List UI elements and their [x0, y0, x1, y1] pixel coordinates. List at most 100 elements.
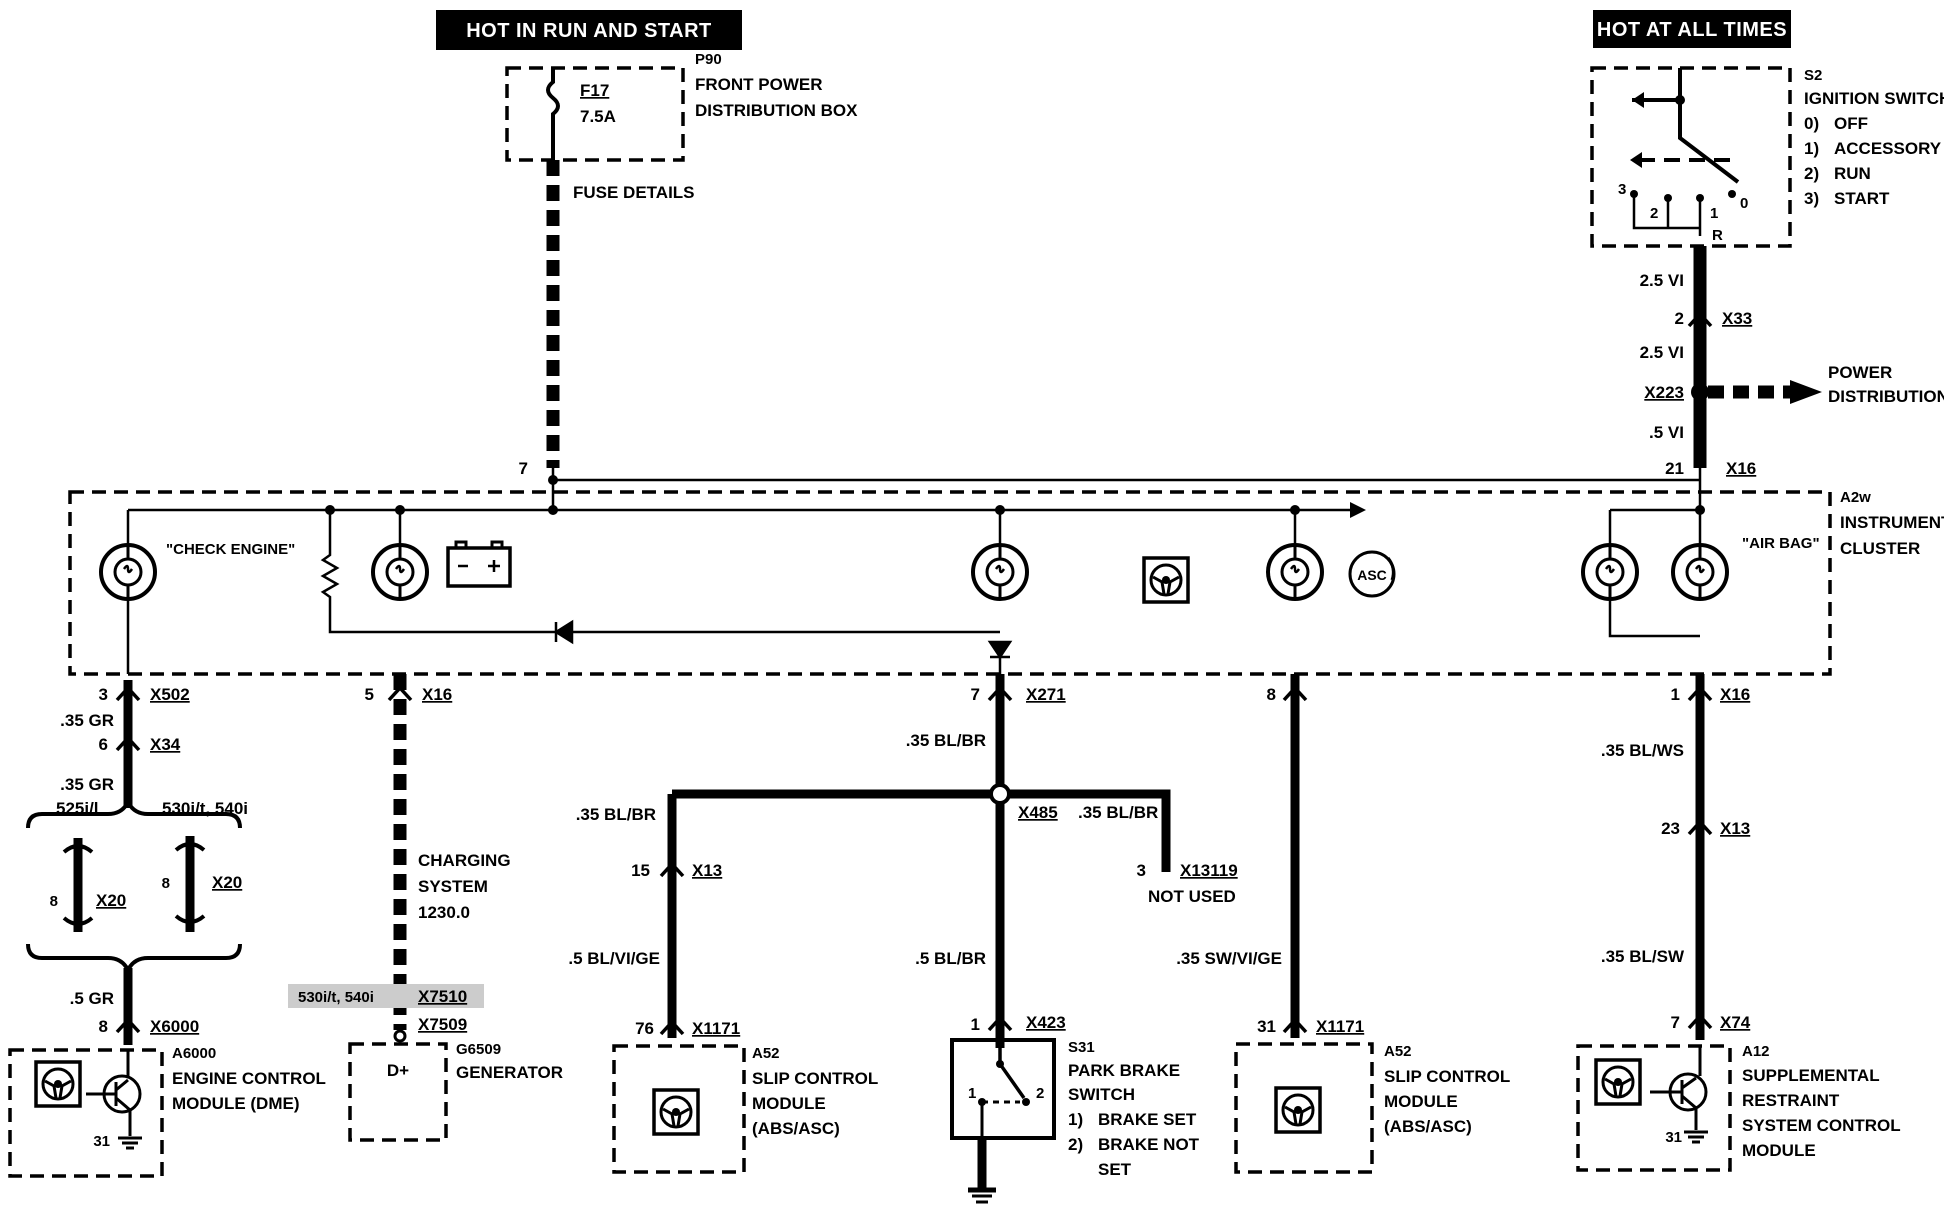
brake-pin: 7	[971, 685, 980, 704]
check-engine-label: "CHECK ENGINE"	[166, 541, 295, 558]
airbag-module-transistor	[1650, 1046, 1710, 1144]
park-brake-pos-0-num: 1)	[1068, 1110, 1083, 1129]
asc-pin: 8	[1267, 685, 1276, 704]
engine-pin-a: 3	[99, 685, 108, 704]
bulb-charge	[371, 543, 429, 601]
engine-conn-b: X34	[150, 735, 181, 754]
airbag-module-name-3: SYSTEM CONTROL	[1742, 1116, 1901, 1135]
header-all-times: HOT AT ALL TIMES	[1597, 19, 1787, 41]
park-brake-name-2: SWITCH	[1068, 1085, 1135, 1104]
bulb-brake	[971, 543, 1029, 601]
cluster-resistor	[320, 510, 1000, 634]
asc-wire-label: .35 SW/VI/GE	[1176, 949, 1282, 968]
brake-wire-right: .35 BL/BR	[1078, 803, 1158, 822]
ign-terminal-1: 1	[1710, 205, 1718, 222]
airbag-module-outline	[1576, 1044, 1732, 1172]
airbag-conn: X16	[1720, 685, 1750, 704]
airbag-module-name-1: SUPPLEMENTAL	[1742, 1066, 1880, 1085]
airbag-conn-c: X74	[1720, 1013, 1751, 1032]
engine-pin-c2: 8	[162, 875, 170, 892]
brake-conn-m: X423	[1026, 1013, 1066, 1032]
brake-pin-m: 1	[971, 1015, 980, 1034]
abs-1-name-3: (ABS/ASC)	[752, 1119, 840, 1138]
fuse-pin: 7	[519, 459, 528, 478]
fuse-box-outline	[505, 66, 685, 162]
charging-sys-3: 1230.0	[418, 903, 470, 922]
cluster-name-2: CLUSTER	[1840, 539, 1920, 558]
fuse-box-name-1: FRONT POWER	[695, 75, 823, 94]
abs-1-name-2: MODULE	[752, 1094, 826, 1113]
ign-terminal-r: R	[1712, 227, 1723, 244]
brake-pin-l3: 76	[635, 1019, 654, 1038]
asc-icon: ASC	[1348, 550, 1396, 598]
brake-conn-l: X13	[692, 861, 722, 880]
park-brake-pos-0-label: BRAKE SET	[1098, 1110, 1197, 1129]
abs-1-id: A52	[752, 1045, 780, 1062]
airbag-pin: 1	[1671, 685, 1680, 704]
engine-conn-c2: X20	[212, 873, 242, 892]
charging-conn-var: X7510	[418, 987, 467, 1006]
bulb-airbag	[1671, 543, 1729, 601]
engine-module-id: A6000	[172, 1045, 216, 1062]
header-run-start: HOT IN RUN AND START	[466, 20, 712, 42]
feed-wire-1: 2.5 VI	[1640, 271, 1684, 290]
abs-2-name-1: SLIP CONTROL	[1384, 1067, 1510, 1086]
airbag-ground-pin: 31	[1665, 1129, 1682, 1146]
power-dist-1: POWER	[1828, 363, 1892, 382]
power-dist-arrow	[1790, 380, 1822, 404]
brake-wire-l2: .5 BL/VI/GE	[568, 949, 660, 968]
airbag-module-steering-icon	[1594, 1058, 1642, 1106]
abs-2-id: A52	[1384, 1043, 1412, 1060]
cluster-name-1: INSTRUMENT	[1840, 513, 1944, 532]
ign-pos-3-num: 3)	[1804, 189, 1819, 208]
park-brake-pos-2-label: SET	[1098, 1160, 1132, 1179]
ignition-switch-outline	[1590, 66, 1792, 248]
fuse-box-id: P90	[695, 51, 722, 68]
splice-x223	[1691, 383, 1709, 401]
abs-2-name-2: MODULE	[1384, 1092, 1458, 1111]
battery-icon	[446, 540, 512, 588]
brake-horizontal-bus	[672, 789, 1171, 872]
feed-wire-2: 2.5 VI	[1640, 343, 1684, 362]
engine-variant-left: 525i/l	[56, 799, 99, 818]
cluster-diode-down	[987, 640, 1013, 660]
charging-variant: 530i/t, 540i	[298, 989, 374, 1006]
ignition-switch-contacts	[1630, 68, 1740, 236]
brake-conn-nu: X13119	[1180, 861, 1238, 880]
abs-module-2-outline	[1234, 1042, 1374, 1174]
generator-name: GENERATOR	[456, 1063, 563, 1082]
cluster-id: A2w	[1840, 489, 1871, 506]
feed-splice: X223	[1644, 383, 1684, 402]
park-brake-pos-1-label: BRAKE NOT	[1098, 1135, 1200, 1154]
brake-wire-m: .5 BL/BR	[915, 949, 986, 968]
asc-conn-b: X1171	[1316, 1017, 1364, 1036]
generator-outline	[348, 1042, 448, 1142]
engine-module-outline	[8, 1048, 164, 1178]
engine-conn-a: X502	[150, 685, 190, 704]
fuse-id: F17	[580, 81, 609, 100]
park-brake-switch-outline	[950, 1038, 1056, 1140]
engine-wire-b-label: .35 GR	[60, 775, 114, 794]
bulb-airbag-left	[1581, 543, 1639, 601]
ign-pos-0-label: OFF	[1834, 114, 1868, 133]
bulb-asc	[1266, 543, 1324, 601]
airbag-conn-b: X13	[1720, 819, 1750, 838]
engine-ground-pin: 31	[93, 1133, 110, 1150]
fuse-box-name-2: DISTRIBUTION BOX	[695, 101, 858, 120]
park-brake-id: S31	[1068, 1039, 1095, 1056]
engine-variant-right: 530i/t, 540i	[162, 799, 248, 818]
fuse-details-label: FUSE DETAILS	[573, 183, 695, 202]
abs-module-1-steering-icon	[652, 1088, 700, 1136]
ign-terminal-0: 0	[1740, 195, 1748, 212]
engine-variant-brace-bottom	[26, 943, 242, 975]
header-all-times-bg	[1593, 10, 1791, 48]
ign-terminal-2: 2	[1650, 205, 1658, 222]
ign-pos-1-label: ACCESSORY	[1834, 139, 1942, 158]
abs-module-1-outline	[612, 1044, 746, 1174]
fuse-f17	[546, 68, 560, 160]
charging-pin: 5	[365, 685, 374, 704]
engine-conn-c1-shape	[62, 844, 94, 926]
engine-module-transistor	[86, 1050, 144, 1150]
ign-pos-1-num: 1)	[1804, 139, 1819, 158]
